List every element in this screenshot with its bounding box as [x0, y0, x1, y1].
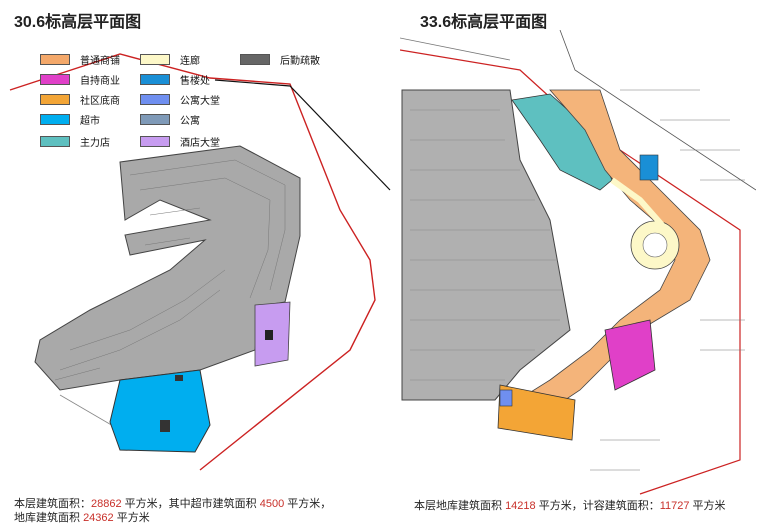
- legend-swatch: [140, 136, 170, 147]
- caption-text: 平方米，: [284, 498, 332, 510]
- legend-item: 连廊: [140, 52, 200, 67]
- legend-item: 主力店: [40, 134, 110, 149]
- legend-label: 主力店: [80, 138, 110, 149]
- legend-item: 超市: [40, 112, 100, 127]
- total-area-value: 28862: [91, 498, 122, 510]
- left-area-caption: 本层建筑面积：28862 平方米，其中超市建筑面积 4500 平方米， 地库建筑…: [14, 497, 374, 525]
- hotel-lobby-core: [265, 330, 273, 340]
- legend-label: 普通商铺: [80, 56, 120, 67]
- legend-item: 普通商铺: [40, 52, 120, 67]
- community-retail-area: [497, 384, 576, 441]
- legend-swatch: [140, 74, 170, 85]
- caption-text: 本层建筑面积：: [14, 498, 91, 510]
- legend-item: 后勤疏散: [240, 52, 320, 67]
- legend-label: 连廊: [180, 56, 200, 67]
- legend-label: 超市: [80, 116, 100, 127]
- right-road-line: [559, 30, 756, 191]
- caption-text: 本层地库建筑面积: [414, 500, 506, 512]
- legend-label: 售楼处: [180, 76, 210, 87]
- caption-text: 平方米，其中超市建筑面积: [121, 498, 260, 510]
- right-basement-area-value: 14218: [505, 500, 536, 512]
- legend-swatch: [40, 94, 70, 105]
- legend-swatch: [140, 114, 170, 125]
- right-area-caption: 本层地库建筑面积 14218 平方米，计容建筑面积：11727 平方米: [414, 499, 760, 513]
- self-held-commercial-area: [604, 319, 656, 391]
- left-road-line: [214, 79, 391, 191]
- legend-label: 酒店大堂: [180, 138, 220, 149]
- caption-text: 平方米，计容建筑面积：: [535, 500, 660, 512]
- legend: 普通商铺 自持商业 社区底商 超市 主力店 连廊 售楼处 公寓大堂 公寓 酒店大…: [40, 52, 320, 152]
- legend-label: 公寓: [180, 116, 200, 127]
- corridor: [610, 177, 665, 227]
- legend-swatch: [140, 54, 170, 65]
- parking-building: [34, 145, 301, 391]
- legend-label: 社区底商: [80, 96, 120, 107]
- caption-text: 平方米: [689, 500, 726, 512]
- legend-label: 自持商业: [80, 76, 120, 87]
- legend-item: 酒店大堂: [140, 134, 220, 149]
- supermarket-area: [109, 369, 211, 453]
- sales-office-block: [639, 154, 659, 181]
- legend-swatch: [40, 136, 70, 147]
- legend-swatch: [40, 74, 70, 85]
- legend-item: 公寓大堂: [140, 92, 220, 107]
- basement-area-value: 24362: [83, 512, 114, 524]
- right-plan-title: 33.6标高层平面图: [420, 14, 548, 31]
- legend-item: 售楼处: [140, 72, 210, 87]
- legend-item: 自持商业: [40, 72, 120, 87]
- legend-item: 社区底商: [40, 92, 120, 107]
- far-area-value: 11727: [659, 500, 690, 512]
- caption-text: 地库建筑面积: [14, 512, 84, 524]
- legend-swatch: [40, 54, 70, 65]
- legend-label: 公寓大堂: [180, 96, 220, 107]
- supermarket-area-value: 4500: [259, 498, 285, 510]
- anchor-store-area: [511, 93, 613, 191]
- legend-swatch: [40, 114, 70, 125]
- legend-item: 公寓: [140, 112, 200, 127]
- left-floor-plan: [9, 53, 391, 471]
- basement-parking: [401, 89, 571, 401]
- left-plan-title: 30.6标高层平面图: [14, 14, 142, 31]
- legend-swatch: [140, 94, 170, 105]
- legend-swatch: [240, 54, 270, 65]
- right-floor-plan: [400, 30, 756, 495]
- apartment-lobby-block: [499, 389, 513, 407]
- legend-label: 后勤疏散: [280, 56, 320, 67]
- supermarket-core: [160, 420, 170, 432]
- caption-text: 平方米: [113, 512, 150, 524]
